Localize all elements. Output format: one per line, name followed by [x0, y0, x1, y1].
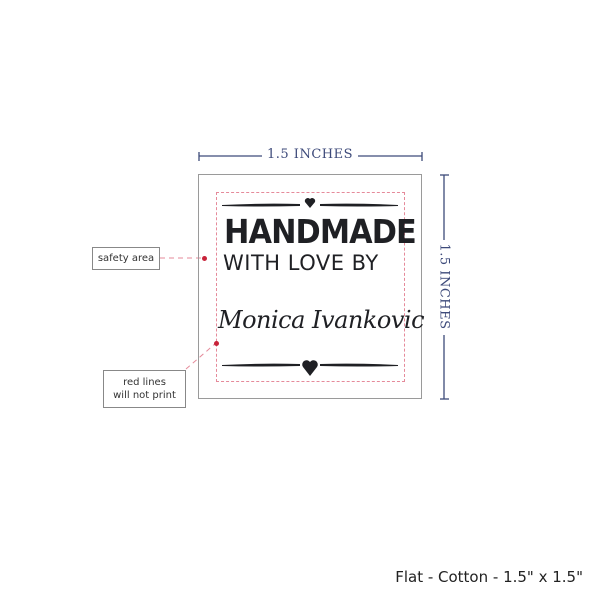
red-lines-text-2: will not print: [113, 390, 176, 401]
height-dimension-label: 1.5 INCHES: [436, 243, 452, 330]
red-lines-callout: red lines will not print: [103, 370, 186, 408]
safety-area-marker: [202, 256, 207, 261]
red-lines-leader: [185, 342, 217, 370]
product-caption: Flat - Cotton - 1.5" x 1.5": [395, 568, 583, 586]
red-lines-text-1: red lines: [123, 377, 166, 388]
red-lines-marker: [214, 341, 219, 346]
label-name: Monica Ivankovic: [218, 306, 425, 334]
safety-area-text: safety area: [97, 253, 155, 264]
safety-area-outline: [216, 192, 405, 382]
heart-icon: [302, 360, 318, 376]
bottom-swash-left: [222, 363, 300, 367]
top-swash-left: [222, 203, 300, 207]
label-line-with-love-by: WITH LOVE BY: [223, 251, 379, 275]
width-dimension-label: 1.5 INCHES: [267, 147, 353, 162]
bottom-swash-right: [320, 363, 398, 367]
safety-area-callout: safety area: [92, 247, 160, 270]
label-preview: [198, 174, 422, 399]
heart-icon: [304, 198, 316, 208]
label-line-handmade: HANDMADE: [224, 212, 417, 251]
top-swash-right: [320, 203, 398, 207]
decorative-borders: [222, 198, 398, 376]
